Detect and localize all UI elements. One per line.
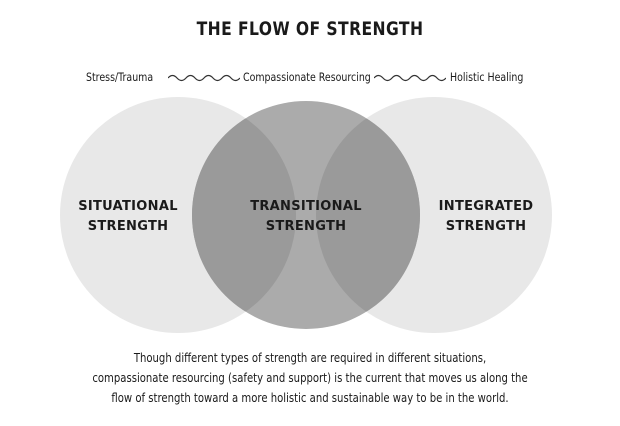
caption: Though different types of strength are r…	[0, 348, 620, 408]
flow-middle-label: Compassionate Resourcing	[243, 70, 371, 84]
integrated-label-line1: INTEGRATED	[439, 199, 534, 214]
transitional-label-line1: TRANSITIONAL	[250, 199, 362, 214]
caption-line: compassionate resourcing (safety and sup…	[92, 371, 528, 385]
flow-end-label: Holistic Healing	[450, 70, 524, 84]
venn-diagram: SITUATIONAL STRENGTH TRANSITIONAL STRENG…	[60, 97, 552, 333]
integrated-label-line2: STRENGTH	[446, 219, 527, 234]
overlap-left	[192, 101, 296, 329]
overlap-right	[316, 101, 420, 329]
caption-line: Though different types of strength are r…	[133, 351, 487, 365]
flow-start-label: Stress/Trauma	[86, 70, 154, 84]
wave-connector-left	[168, 74, 240, 82]
flow-axis: Stress/Trauma Compassionate Resourcing H…	[0, 70, 620, 88]
diagram-title: THE FLOW OF STRENGTH	[196, 18, 424, 40]
wave-connector-right	[374, 74, 446, 82]
situational-label-line2: STRENGTH	[88, 219, 169, 234]
caption-line: flow of strength toward a more holistic …	[111, 391, 509, 405]
transitional-label-line2: STRENGTH	[266, 219, 347, 234]
situational-label-line1: SITUATIONAL	[78, 199, 178, 214]
